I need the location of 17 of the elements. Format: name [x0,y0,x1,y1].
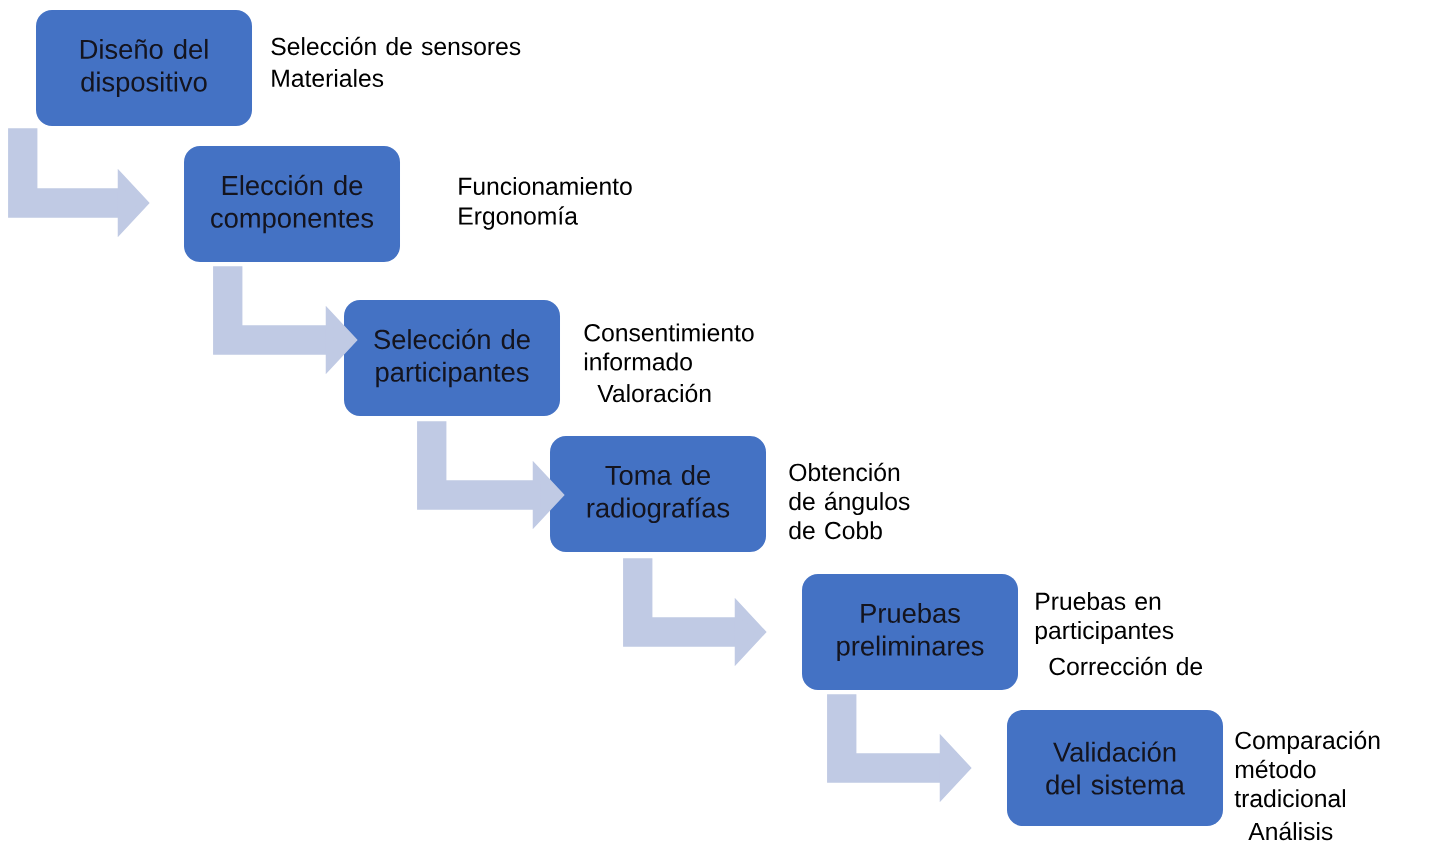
annotation-text: Obtención de ángulos de Cobb [789,462,910,540]
annotation-text: Comparación método tradicional [1234,730,1380,808]
annotation-text: Corrección de [1049,656,1203,676]
process-box: Diseño del dispositivo [36,10,252,126]
annotation-text: Funcionamiento [459,176,632,196]
process-box: Elección de componentes [184,146,400,262]
process-box: Toma de radiografías [550,436,766,552]
annotation-text: Pruebas en participantes [1035,591,1174,645]
annotation-text: Análisis [1248,821,1333,841]
annotation-text: Materiales [272,68,384,88]
annotation-text: Consentimiento informado [584,323,754,371]
process-box: Validación del sistema [1007,710,1223,826]
process-box: Selección de participantes [344,300,560,416]
annotation-text: Selección de sensores [271,36,521,56]
process-box: Pruebas preliminares [802,574,1018,690]
annotation-text: Valoración [597,383,711,403]
annotation-text: Ergonomía [459,206,578,230]
